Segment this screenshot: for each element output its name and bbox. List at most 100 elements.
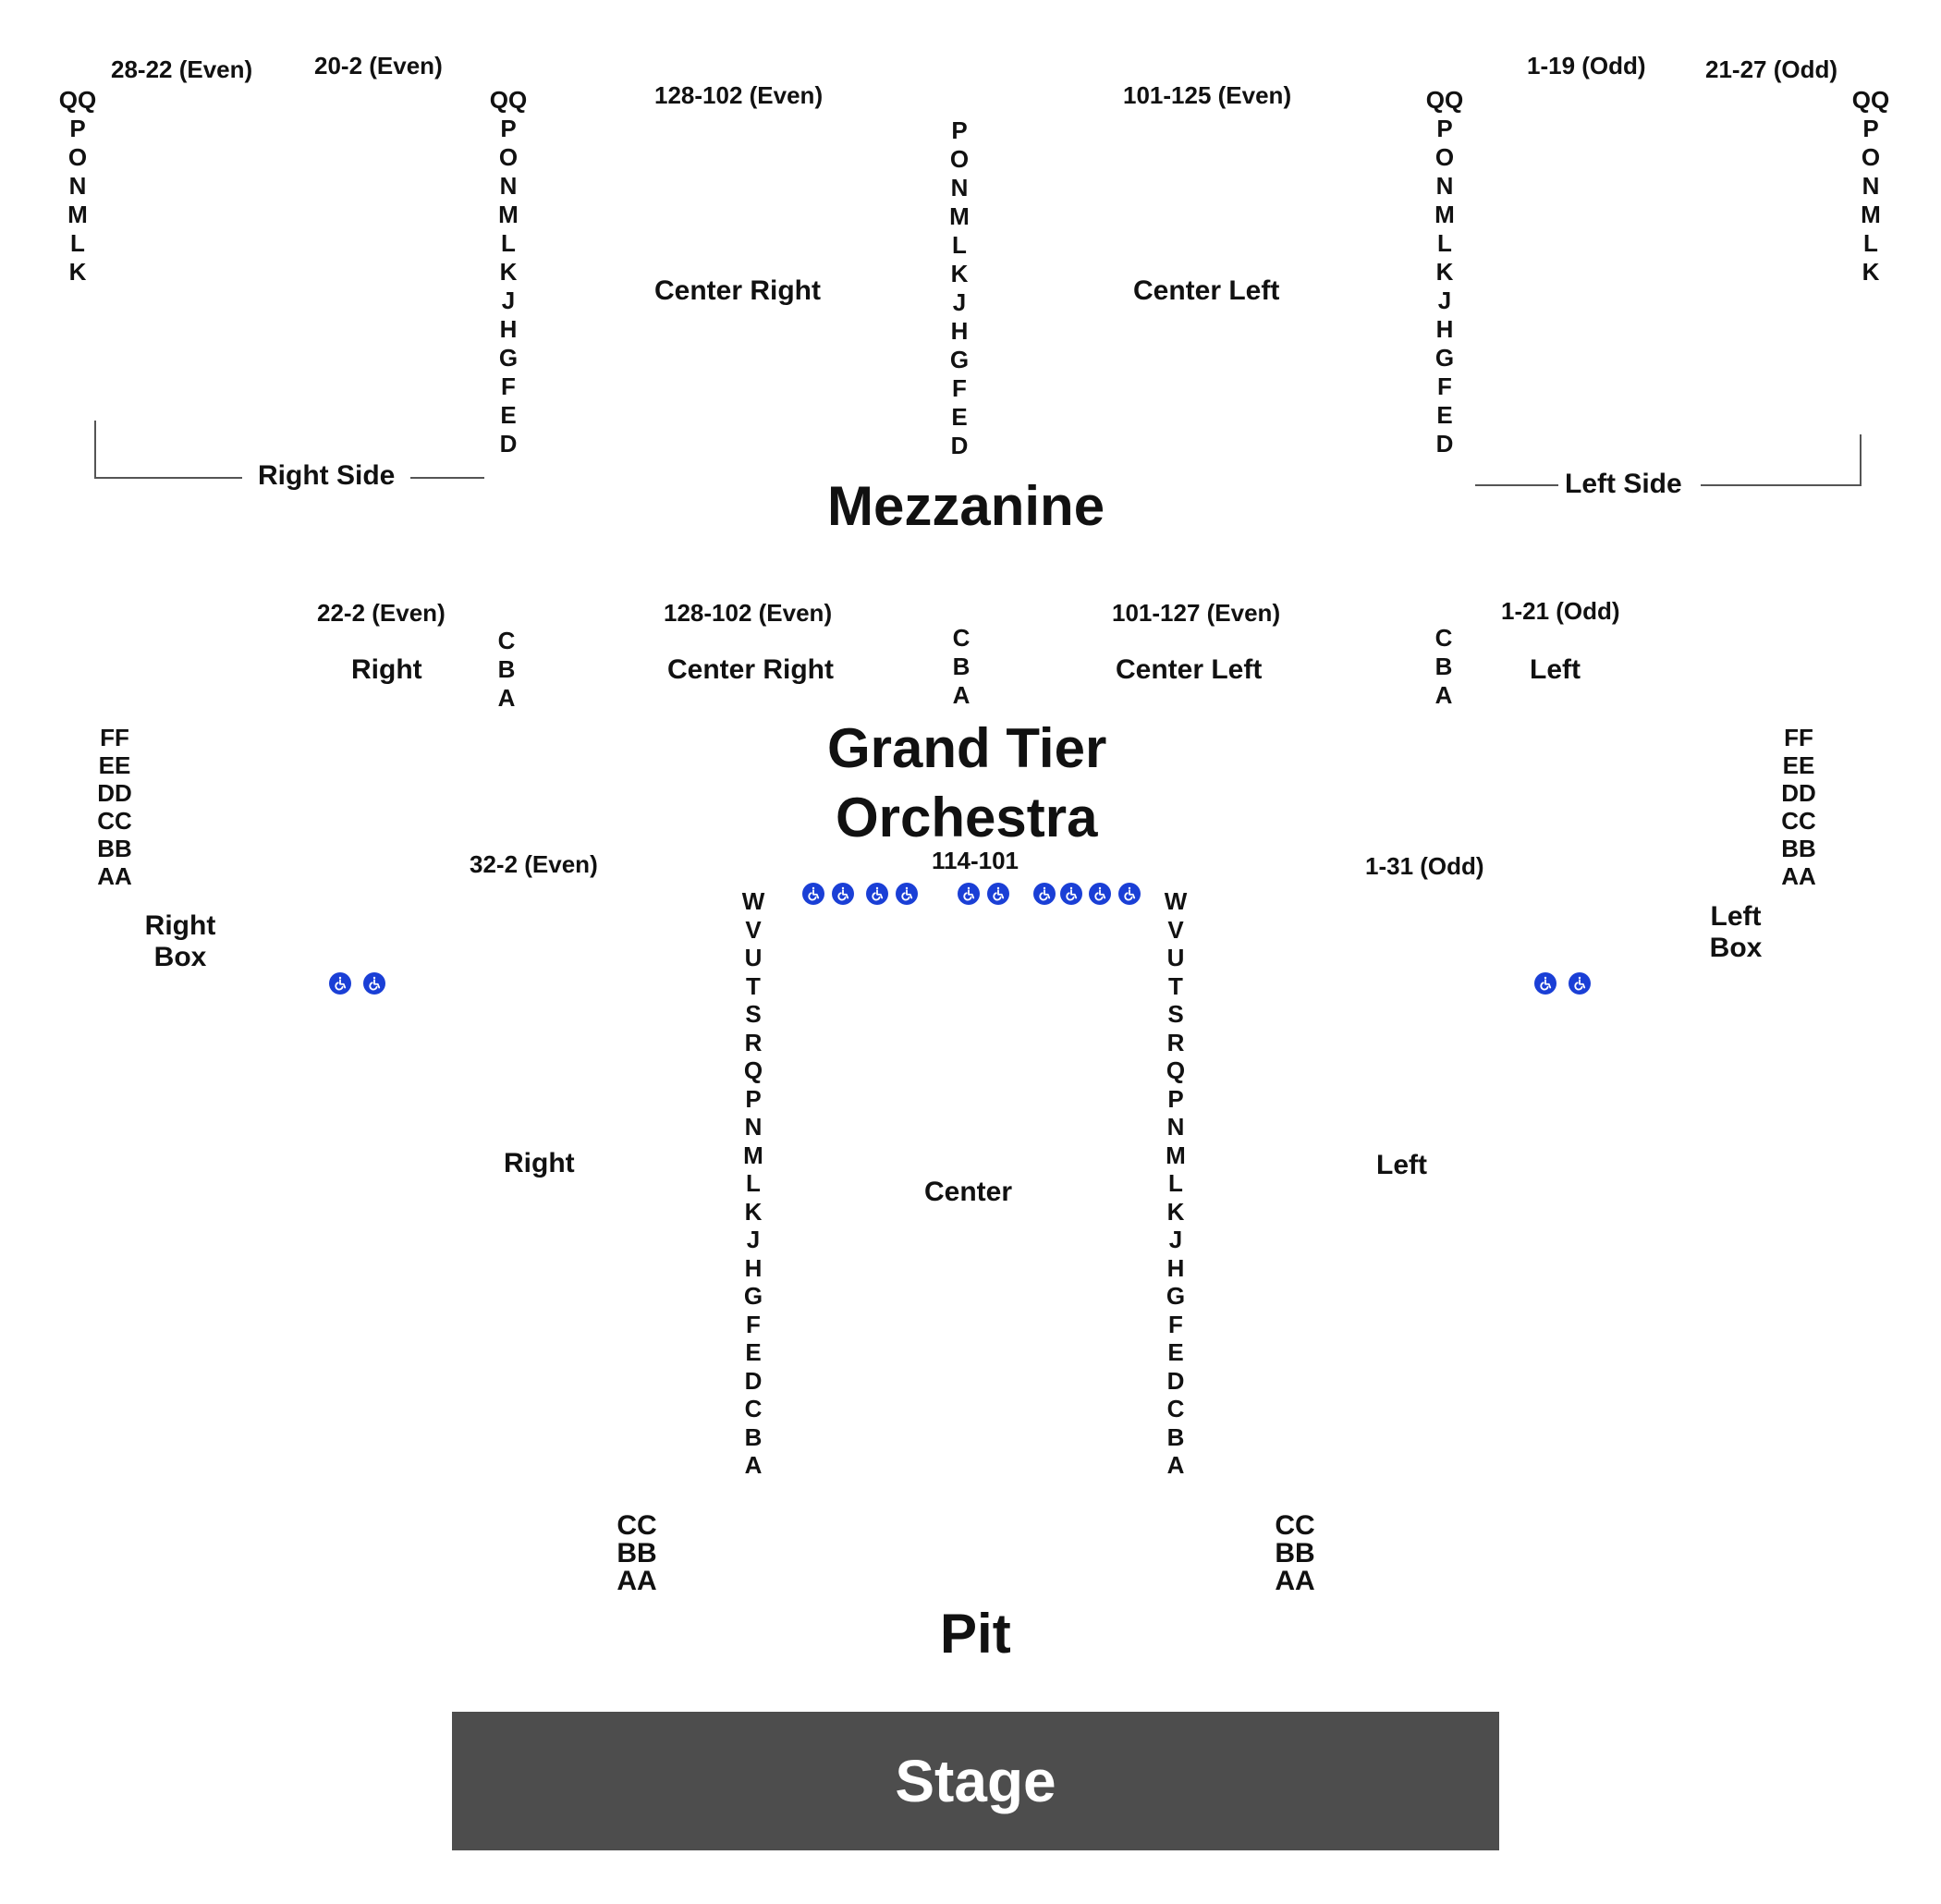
row-label: K xyxy=(68,258,87,286)
row-label: C xyxy=(744,1395,763,1422)
wheelchair-icon xyxy=(1534,972,1556,995)
row-label: K xyxy=(499,258,518,286)
row-label: N xyxy=(950,174,969,201)
row-label: E xyxy=(500,401,517,429)
left-box-label: Left Box xyxy=(1690,901,1782,964)
row-label: L xyxy=(1168,1169,1183,1197)
row-label: G xyxy=(1434,344,1455,372)
gt-right-range: 22-2 (Even) xyxy=(317,599,446,627)
row-label: M xyxy=(743,1141,763,1169)
row-label: B xyxy=(744,1422,763,1451)
row-label: B xyxy=(497,655,516,683)
gt-center-right-range: 128-102 (Even) xyxy=(664,599,833,627)
row-label: FF xyxy=(100,724,129,751)
row-label: U xyxy=(1166,944,1185,971)
row-label: QQ xyxy=(1851,86,1890,114)
row-label: P xyxy=(1436,115,1453,142)
row-label: E xyxy=(745,1338,762,1366)
mezz-left-inner-range: 1-19 (Odd) xyxy=(1527,52,1646,79)
row-label: W xyxy=(741,887,765,915)
row-label: E xyxy=(951,403,968,431)
row-label: F xyxy=(952,374,967,402)
row-label: K xyxy=(1166,1197,1185,1226)
mezz-left-outer-range: 21-27 (Odd) xyxy=(1705,55,1838,83)
mezz-center-right-label: Center Right xyxy=(654,275,821,306)
orch-right-range: 32-2 (Even) xyxy=(470,850,598,878)
wheelchair-icon xyxy=(832,883,854,905)
row-label: P xyxy=(1167,1084,1184,1113)
mezz-left-bracket-vertical xyxy=(1860,434,1862,486)
stage-area: Stage xyxy=(452,1712,1499,1850)
row-label: L xyxy=(501,229,516,257)
orch-left-label: Left xyxy=(1376,1150,1427,1180)
row-label: BB xyxy=(97,835,132,862)
row-label: L xyxy=(952,231,967,259)
right-box-line1: Right xyxy=(144,910,216,941)
wheelchair-icon xyxy=(363,972,385,995)
row-label: L xyxy=(1437,229,1452,257)
orch-center-label: Center xyxy=(924,1177,1013,1207)
row-label: J xyxy=(952,288,967,316)
row-label: EE xyxy=(1782,751,1815,779)
row-label: CC xyxy=(97,807,132,835)
row-label: L xyxy=(70,229,85,257)
right-box-line2: Box xyxy=(153,942,207,972)
row-label: B xyxy=(1166,1422,1185,1451)
row-label: C xyxy=(1166,1395,1185,1422)
row-label: O xyxy=(949,145,970,173)
pit-title: Pit xyxy=(940,1603,1011,1665)
mezzanine-title: Mezzanine xyxy=(827,475,1105,537)
row-label: G xyxy=(949,346,970,373)
mezz-center-left-label: Center Left xyxy=(1133,275,1280,306)
row-label: G xyxy=(743,1282,763,1310)
wheelchair-icon xyxy=(1089,883,1111,905)
row-label: AA xyxy=(616,1566,657,1596)
wheelchair-icon xyxy=(1060,883,1082,905)
grand-tier-title: Grand Tier xyxy=(827,717,1107,779)
row-label: H xyxy=(499,315,518,343)
row-label: R xyxy=(1166,1028,1185,1056)
row-label: K xyxy=(950,260,969,287)
row-label: A xyxy=(1166,1451,1185,1479)
row-label: J xyxy=(501,287,516,314)
mezz-left-bracket-tail xyxy=(1475,484,1558,486)
row-label: H xyxy=(1435,315,1454,343)
row-label: H xyxy=(1166,1253,1185,1282)
row-label: D xyxy=(1435,430,1454,458)
gt-center-right-label: Center Right xyxy=(667,654,834,685)
row-label: S xyxy=(1167,1000,1184,1028)
row-label: F xyxy=(1437,372,1452,400)
row-label: QQ xyxy=(1425,86,1464,114)
row-label: E xyxy=(1436,401,1453,429)
row-label: AA xyxy=(1781,862,1816,890)
row-label: N xyxy=(1435,172,1454,200)
row-label: M xyxy=(67,201,88,228)
row-label: K xyxy=(1435,258,1454,286)
gt-center-left-range: 101-127 (Even) xyxy=(1112,599,1281,627)
row-label: CC xyxy=(1781,807,1816,835)
gt-left-label: Left xyxy=(1530,654,1581,685)
row-label: AA xyxy=(97,862,132,890)
row-label: E xyxy=(1167,1338,1184,1366)
row-label: P xyxy=(1862,115,1879,142)
row-label: O xyxy=(67,143,88,171)
mezz-left-side-label: Left Side xyxy=(1565,469,1682,499)
left-box-line2: Box xyxy=(1709,933,1763,963)
row-label: AA xyxy=(1275,1566,1315,1596)
row-label: L xyxy=(1863,229,1878,257)
row-label: FF xyxy=(1784,724,1813,751)
stage-label: Stage xyxy=(895,1748,1056,1814)
row-label: N xyxy=(1862,172,1880,200)
row-label: A xyxy=(952,681,970,709)
wheelchair-icon xyxy=(958,883,980,905)
gt-right-label: Right xyxy=(351,654,422,685)
row-label: V xyxy=(745,915,762,944)
wheelchair-icon xyxy=(1569,972,1591,995)
